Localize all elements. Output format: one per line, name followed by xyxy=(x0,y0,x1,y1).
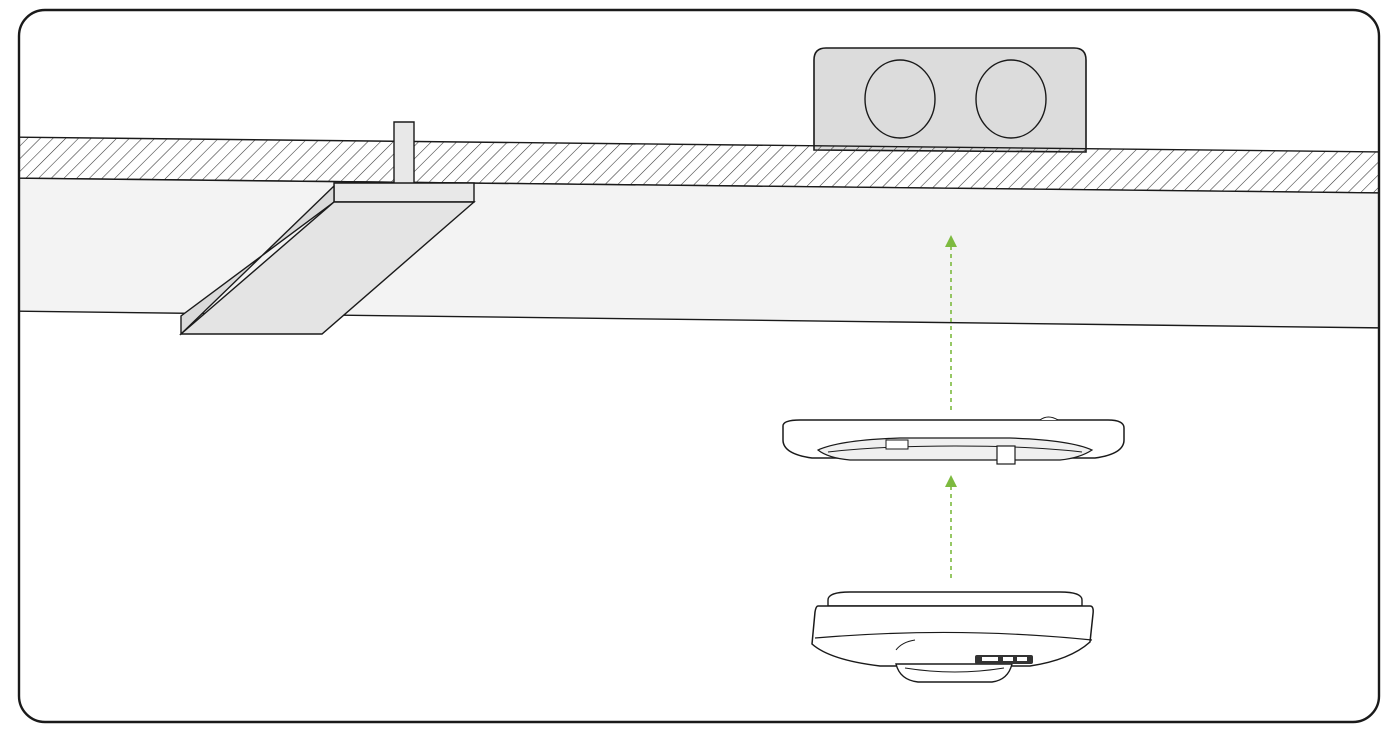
rail-top-face xyxy=(333,182,475,203)
device-curve xyxy=(895,639,916,651)
arrow-device-to-bracket xyxy=(945,475,957,578)
rail-bottom-face xyxy=(179,201,476,335)
device-top-lip xyxy=(827,591,1083,607)
arrow-head-up-icon xyxy=(945,235,957,247)
ceiling-hatch-band xyxy=(19,136,1379,194)
mounting-bracket xyxy=(782,416,1125,465)
knockout-left xyxy=(864,59,936,139)
arrow-bracket-to-ceiling xyxy=(945,235,957,410)
device-label-detail xyxy=(982,657,998,661)
arrow-head-up-icon xyxy=(945,475,957,487)
rail-stem xyxy=(393,121,415,187)
diagram-content xyxy=(19,47,1379,683)
device-label-detail xyxy=(1003,657,1013,661)
device-lens-shadow xyxy=(904,667,1005,673)
device-label-detail xyxy=(1017,657,1027,661)
device-seam xyxy=(814,631,1093,641)
bracket-latch xyxy=(1039,416,1059,421)
junction-box xyxy=(813,47,1087,153)
bracket-tab-left xyxy=(885,439,909,450)
access-point xyxy=(811,591,1094,683)
device-body xyxy=(811,605,1094,667)
device-lens-housing xyxy=(895,663,1013,683)
t-bar-rail xyxy=(179,121,476,336)
knockout-right xyxy=(975,59,1047,139)
bracket-inner-edge xyxy=(827,445,1083,453)
frame-border xyxy=(17,8,1381,724)
rail-side-face xyxy=(180,184,335,336)
bracket-clip-right xyxy=(996,445,1016,465)
